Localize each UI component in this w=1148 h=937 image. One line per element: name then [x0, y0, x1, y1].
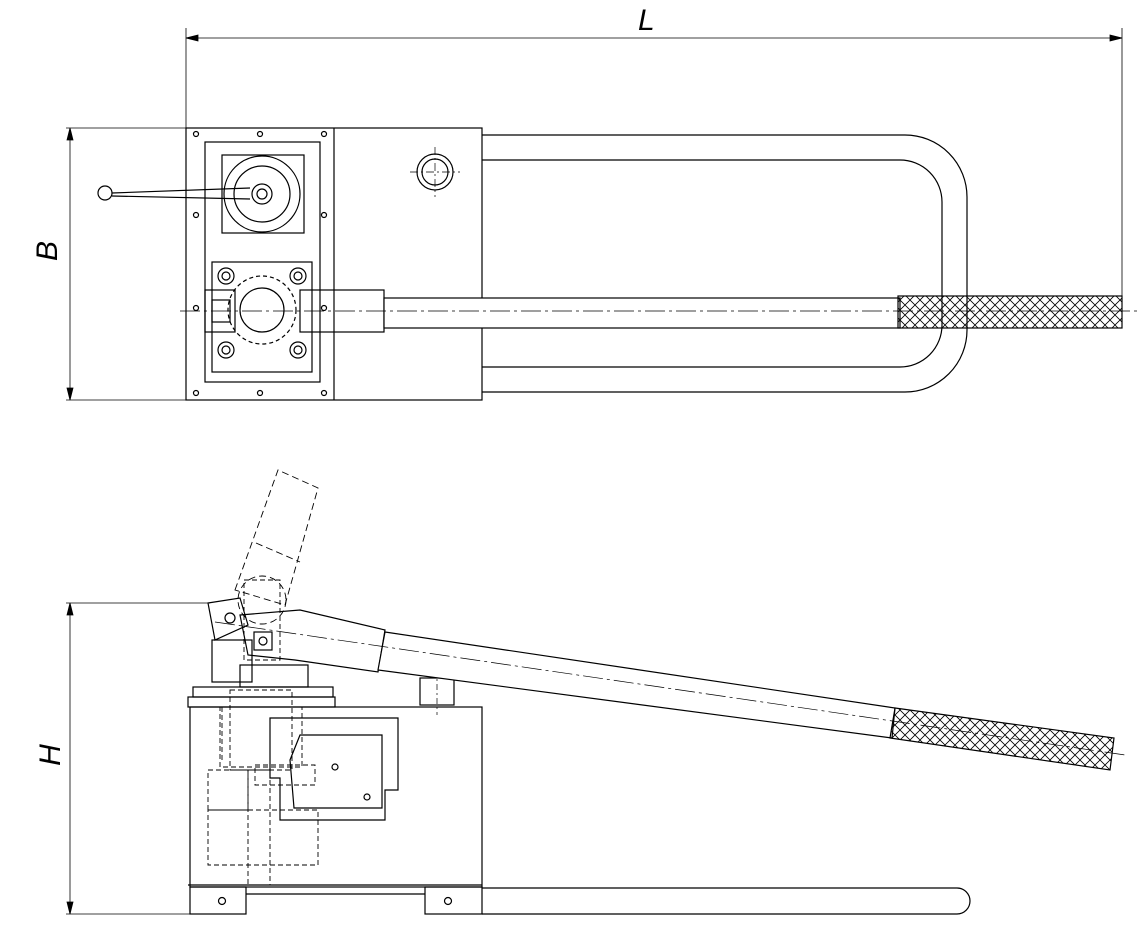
foot-right — [424, 886, 483, 915]
carry-handle — [269, 717, 399, 821]
dimension-H — [66, 602, 210, 915]
lever-pivot — [207, 597, 249, 641]
foot-left — [189, 886, 247, 915]
valve-flange — [221, 154, 305, 234]
side-view — [66, 469, 1126, 915]
tank-top-plate — [187, 696, 336, 708]
raised-lever-phantom — [234, 469, 319, 625]
dimension-B — [66, 127, 186, 401]
pump-head — [239, 664, 309, 688]
dimension-L — [185, 28, 1123, 300]
u-frame-top — [482, 134, 968, 393]
lever-socket-side — [239, 609, 386, 673]
height-dimension-label: H — [33, 744, 67, 766]
lever-grip-side — [889, 707, 1115, 771]
lever-grip-top — [897, 295, 1123, 329]
pump-block — [211, 261, 313, 373]
lever-tube-top — [383, 297, 901, 329]
pump-tank — [189, 706, 483, 888]
hidden-internals — [207, 579, 319, 886]
cover-screws — [192, 130, 328, 397]
valve-knob — [97, 185, 113, 201]
lever-tube-side — [377, 631, 896, 739]
width-dimension-label: B — [31, 240, 65, 262]
frame-rail — [482, 887, 971, 915]
top-view — [66, 28, 1140, 401]
valve-plate — [204, 141, 321, 383]
length-dimension-label: L — [638, 4, 655, 37]
